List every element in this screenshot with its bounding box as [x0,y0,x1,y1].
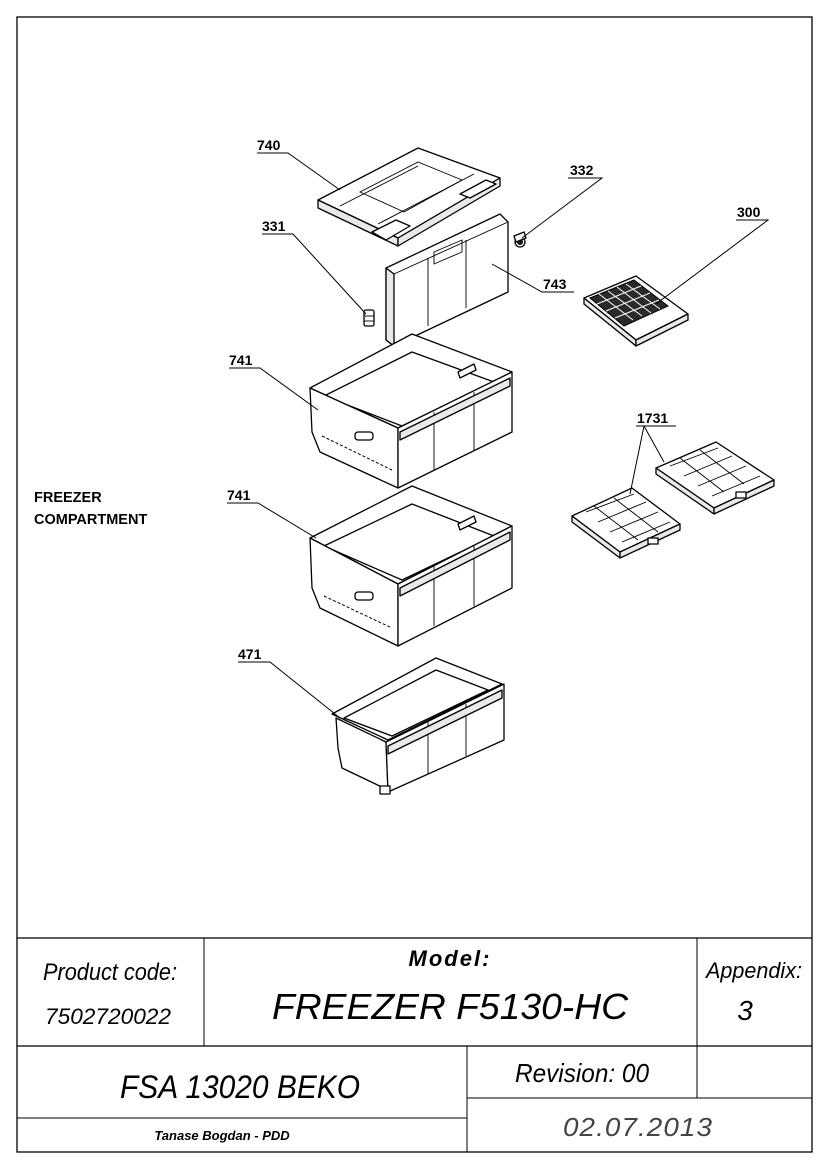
label-741-upper: 741 [229,352,253,368]
part-743-flap [385,213,509,347]
model-label: Model: [409,946,492,971]
appendix-value: 3 [737,995,753,1026]
label-741-lower: 741 [227,487,251,503]
label-471: 471 [238,646,262,662]
appendix-label: Appendix: [704,958,802,983]
leader-lines [227,152,770,719]
part-740-lid [317,147,501,247]
part-471-drawer-bottom [331,657,505,795]
label-331: 331 [262,218,286,234]
title-block: Product code: 7502720022 Model: FREEZER … [17,937,812,1152]
part-741-drawer-upper [309,333,513,489]
label-332: 332 [570,162,594,178]
variant-name: FSA 13020 BEKO [120,1069,360,1105]
label-743: 743 [543,276,567,292]
side-label-line1: FREEZER [34,490,102,506]
side-label-line2: COMPARTMENT [34,512,147,528]
label-300: 300 [737,204,761,220]
part-labels: 740 332 331 300 743 741 1731 741 471 [227,137,761,662]
label-740: 740 [257,137,281,153]
label-1731: 1731 [637,410,668,426]
part-741-drawer-lower [309,485,513,647]
product-code-label: Product code: [43,959,177,986]
model-value: FREEZER F5130-HC [272,986,629,1027]
author: Tanase Bogdan - PDD [154,1128,290,1143]
sheet-border [16,16,813,1153]
part-1731-ice-packs [571,441,775,559]
product-code-value: 7502720022 [45,1004,171,1029]
part-332-clip [513,231,527,248]
date: 02.07.2013 [563,1112,713,1142]
part-331-hinge [363,309,375,327]
revision: Revision: 00 [515,1058,650,1088]
part-300-ice-tray [583,275,689,347]
